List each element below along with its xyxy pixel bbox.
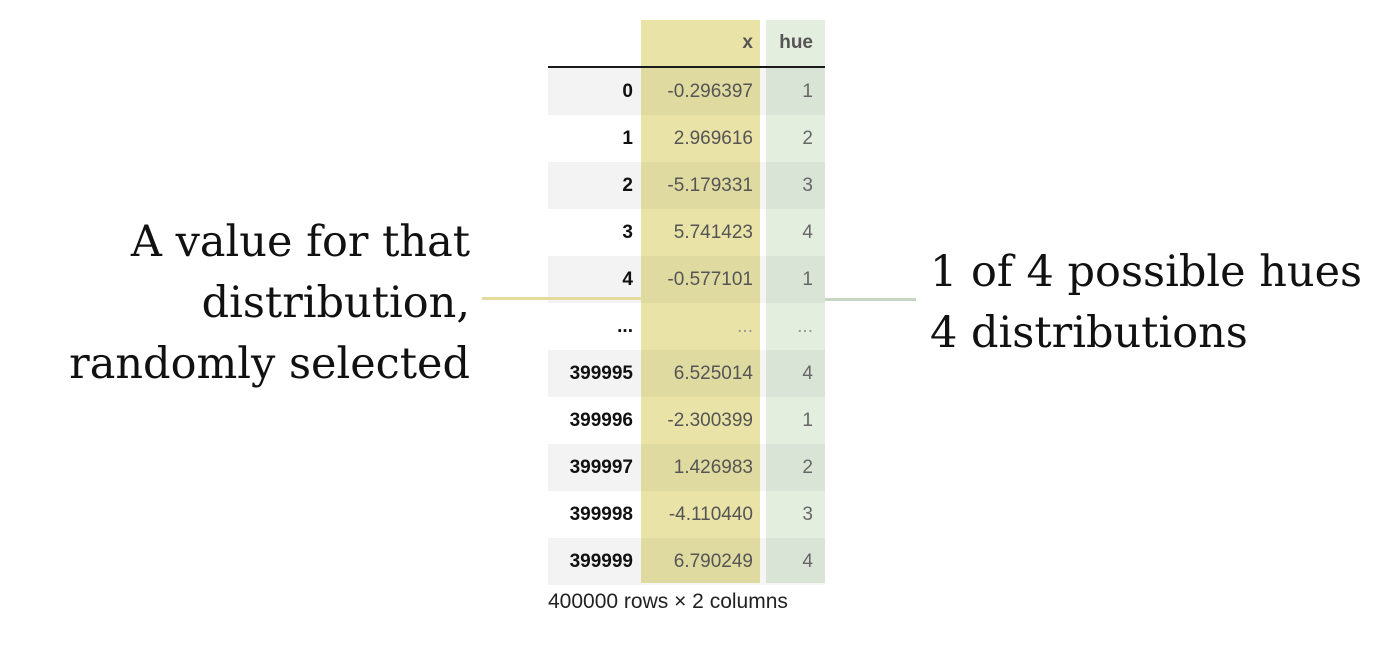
hue-value: 4 <box>766 538 825 585</box>
x-value: 2.969616 <box>673 127 753 149</box>
row-index: 4 <box>548 256 641 303</box>
annotation-line: 4 distributions <box>930 308 1248 358</box>
table-row: 399997 1.426983 2 <box>548 444 825 491</box>
hue-value: 3 <box>802 503 813 525</box>
annotation-line: randomly selected <box>69 339 470 389</box>
dataframe-table: x hue 0 -0.296397 1 1 2.969616 2 2 -5.17… <box>548 20 825 585</box>
x-value: 6.790249 <box>641 538 766 585</box>
x-column-header: x <box>742 32 753 53</box>
table-row-ellipsis: ... ... ... <box>548 303 825 350</box>
x-value: 5.741423 <box>673 221 753 243</box>
row-index: 0 <box>548 68 641 115</box>
hue-annotation-connector <box>825 298 916 301</box>
table-row: 1 2.969616 2 <box>548 115 825 162</box>
x-value: -4.110440 <box>668 503 753 525</box>
hue-value: 1 <box>802 409 813 431</box>
x-value: ... <box>737 315 753 337</box>
hue-value: 1 <box>766 68 825 115</box>
x-value: -0.296397 <box>641 68 766 115</box>
x-value: -5.179331 <box>641 162 766 209</box>
row-index: 399999 <box>548 538 641 585</box>
row-index: 3 <box>622 221 633 243</box>
hue-column-annotation: 1 of 4 possible hues 4 distributions <box>930 242 1362 364</box>
table-row: 399999 6.790249 4 <box>548 538 825 585</box>
table-row: 399996 -2.300399 1 <box>548 397 825 444</box>
row-index: 399996 <box>569 409 633 431</box>
row-index: 2 <box>548 162 641 209</box>
table-header: x hue <box>548 20 825 68</box>
row-index: 1 <box>622 127 633 149</box>
row-index: 399995 <box>548 350 641 397</box>
table-row: 0 -0.296397 1 <box>548 68 825 115</box>
table-row: 4 -0.577101 1 <box>548 256 825 303</box>
x-value: 6.525014 <box>641 350 766 397</box>
annotation-line: A value for that <box>130 217 470 267</box>
hue-column-header: hue <box>779 32 813 53</box>
hue-value: 3 <box>766 162 825 209</box>
hue-value: 4 <box>766 350 825 397</box>
table-row: 399998 -4.110440 3 <box>548 491 825 538</box>
table-row: 3 5.741423 4 <box>548 209 825 256</box>
hue-value: 1 <box>766 256 825 303</box>
hue-value: 2 <box>766 444 825 491</box>
x-value: -0.577101 <box>641 256 766 303</box>
x-column-annotation: A value for that distribution, randomly … <box>69 212 470 395</box>
annotation-line: distribution, <box>201 278 470 328</box>
annotation-line: 1 of 4 possible hues <box>930 247 1363 297</box>
table-row: 399995 6.525014 4 <box>548 350 825 397</box>
row-index: ... <box>617 315 633 337</box>
table-shape-note: 400000 rows × 2 columns <box>548 590 788 613</box>
hue-column-highlight <box>766 20 825 583</box>
hue-value: ... <box>797 315 813 337</box>
hue-value: 2 <box>802 127 813 149</box>
x-value: 1.426983 <box>641 444 766 491</box>
table-row: 2 -5.179331 3 <box>548 162 825 209</box>
x-annotation-connector <box>482 297 641 300</box>
row-index: 399997 <box>548 444 641 491</box>
row-index: 399998 <box>569 503 633 525</box>
index-column-header <box>548 20 641 66</box>
x-column-highlight <box>641 20 760 583</box>
x-value: -2.300399 <box>667 409 753 431</box>
hue-value: 4 <box>802 221 813 243</box>
